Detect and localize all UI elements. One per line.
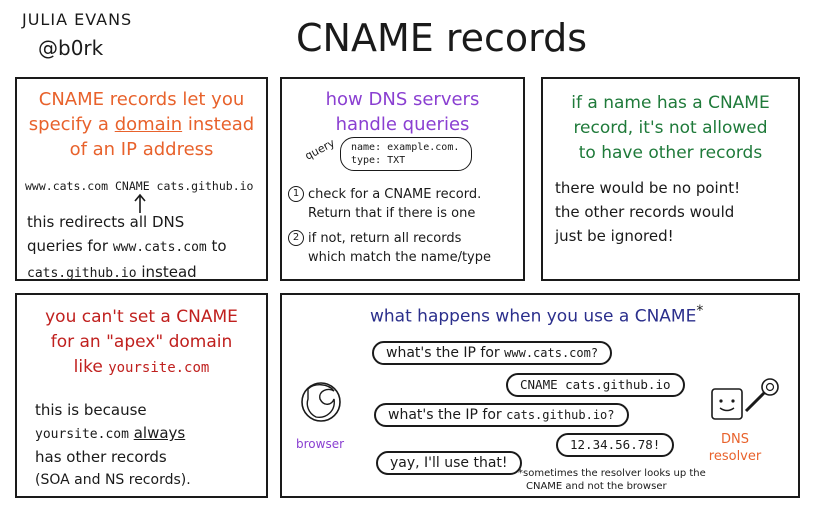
bubble-query-1: what's the IP for www.cats.com?: [372, 341, 613, 365]
panel2-heading-line2: handle queries: [335, 114, 470, 135]
always-word: always: [133, 424, 186, 442]
panel1-body-line3: cats.github.io instead: [27, 263, 197, 281]
panel-no-other-records: if a name has a CNAME record, it's not a…: [541, 77, 800, 281]
panel-cname-flow: what happens when you use a CNAME* brows…: [280, 293, 800, 498]
panel3-body-line2: the other records would: [555, 203, 735, 221]
page-title: CNAME records: [296, 16, 588, 60]
panel1-body-line2: queries for www.cats.com to: [27, 237, 227, 255]
panel3-heading-line3: to have other records: [578, 143, 763, 163]
panel4-heading-line1: you can't set a CNAME: [45, 307, 238, 327]
panel1-heading-line3: of an IP address: [69, 139, 214, 160]
panel3-body-line1: there would be no point!: [555, 179, 741, 197]
panel5-heading: what happens when you use a CNAME: [370, 306, 697, 327]
query-bubble: name: example.com. type: TXT: [340, 137, 472, 171]
footnote-line2: CNAME and not the browser: [526, 481, 667, 492]
step-2-line2: which match the name/type: [308, 250, 492, 265]
author-handle: @b0rk: [38, 36, 104, 60]
panel4-heading-line2: for an "apex" domain: [50, 332, 233, 352]
bubble-query-2: what's the IP for cats.github.io?: [374, 403, 629, 427]
query-name: name: example.com.: [351, 142, 460, 153]
panel1-heading-line2: specify a domain instead: [28, 114, 255, 135]
panel3-body-line3: just be ignored!: [555, 227, 674, 245]
step-1-line1: check for a CNAME record.: [308, 187, 482, 202]
footnote-line1: *sometimes the resolver looks up the: [518, 468, 706, 479]
browser-label: browser: [296, 437, 345, 451]
arrow-up-icon: [134, 193, 146, 213]
resolver-label-line1: DNS: [721, 432, 749, 447]
browser-icon: [301, 382, 341, 422]
step-2-line1: if not, return all records: [308, 231, 462, 246]
step-2: 2 if not, return all records which match…: [288, 229, 491, 267]
query-tag: query: [302, 136, 337, 163]
bubble-response-cname: CNAME cats.github.io: [506, 373, 685, 397]
panel2-heading-line1: how DNS servers: [325, 89, 480, 110]
query-type: type: TXT: [351, 155, 406, 166]
panel4-body-line1: this is because: [35, 401, 147, 419]
resolver-icon: [711, 378, 779, 420]
panel3-heading-line2: record, it's not allowed: [573, 118, 768, 138]
bubble-response-ip: 12.34.56.78!: [556, 433, 675, 457]
step-1: 1 check for a CNAME record. Return that …: [288, 185, 481, 223]
step-1-number: 1: [288, 186, 304, 202]
panel4-heading-line3: like yoursite.com: [73, 357, 210, 377]
panel-dns-servers: how DNS servers handle queries query nam…: [280, 77, 525, 281]
author-name: JULIA EVANS: [22, 10, 133, 29]
panel4-body-line2: yoursite.com always: [35, 424, 186, 442]
step-1-line2: Return that if there is one: [308, 206, 476, 221]
heading-asterisk: *: [696, 303, 704, 319]
panel4-body-line3: has other records: [35, 448, 167, 466]
panel3-heading-line1: if a name has a CNAME: [571, 93, 770, 113]
cname-example: www.cats.com CNAME cats.github.io: [25, 179, 254, 193]
panel1-heading-line1: CNAME records let you: [38, 89, 245, 110]
domain-word: domain: [114, 114, 183, 135]
panel-apex-domain: you can't set a CNAME for an "apex" doma…: [15, 293, 268, 498]
panel-cname-intro: CNAME records let you specify a domain i…: [15, 77, 268, 281]
step-2-number: 2: [288, 230, 304, 246]
resolver-label-line2: resolver: [708, 449, 762, 464]
panel4-body-line4: (SOA and NS records).: [35, 472, 191, 488]
panel1-body-line1: this redirects all DNS: [27, 213, 185, 231]
bubble-final: yay, I'll use that!: [376, 451, 522, 475]
